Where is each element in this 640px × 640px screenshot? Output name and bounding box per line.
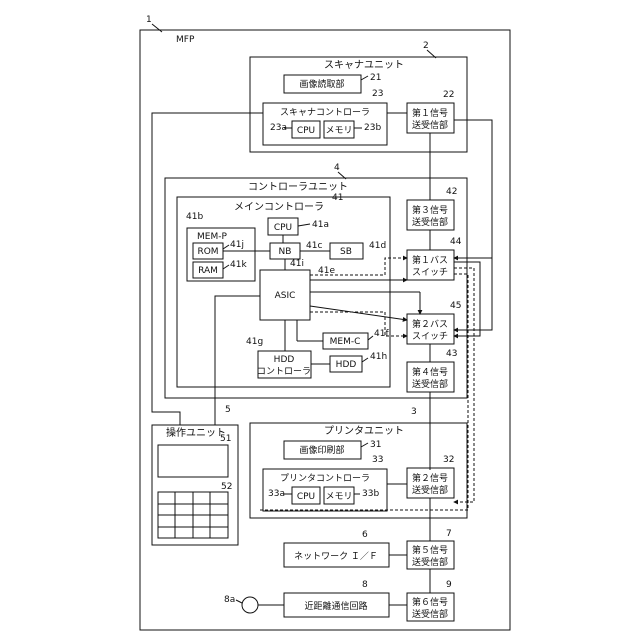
transceiver-1-line2: 送受信部 [412,119,448,131]
scanner-cpu-label: CPU [297,126,315,136]
scanner-memory-ref: 23b [364,123,381,133]
transceiver-1-ref: 22 [443,90,454,100]
transceiver-2-line1: 第２信号 [412,472,448,484]
main-controller-title: メインコントローラ [234,201,324,213]
transceiver-4-line2: 送受信部 [412,378,448,390]
controller-unit-title: コントローラユニット [248,181,348,193]
mfp-ref: 1 [146,15,152,25]
scanner-controller-ref: 23 [372,89,383,99]
ram-label: RAM [198,266,218,276]
transceiver-4-ref: 43 [446,349,457,359]
main-cpu-label: CPU [274,223,292,233]
hdd-ref: 41h [370,352,387,362]
printer-unit-title: プリンタユニット [324,425,404,437]
transceiver-5-ref: 7 [446,529,452,539]
scanner-memory-label: メモリ [325,126,352,136]
hdd-controller-ref: 41g [246,337,263,347]
network-if-ref: 6 [362,530,368,540]
transceiver-2-ref: 32 [443,455,454,465]
scanner-unit-title: スキャナユニット [324,59,404,71]
bus-ref: 41i [290,259,304,269]
mem-p-label: MEM-P [197,232,227,242]
printer-cpu-label: CPU [297,492,315,502]
nb-label: NB [279,247,292,257]
transceiver-6-line1: 第６信号 [412,596,448,608]
main-controller-ref: 41 [332,193,343,203]
image-reader-ref: 21 [370,73,381,83]
printer-memory-ref: 33b [362,489,379,499]
bus-switch-1-ref: 44 [450,237,462,247]
nfc-circuit-ref: 8 [362,580,368,590]
transceiver-4-line1: 第４信号 [412,366,448,378]
transceiver-1-line1: 第１信号 [412,107,448,119]
scanner-controller-label: スキャナコントローラ [280,107,370,118]
image-reader-label: 画像読取部 [299,78,344,90]
controller-unit-ref: 4 [334,163,340,173]
operation-display [158,445,228,477]
printer-cpu-ref: 33a [268,489,285,499]
antenna-ref: 8a [224,595,235,605]
printer-controller-label: プリンタコントローラ [280,473,370,484]
asic-label: ASIC [275,291,296,301]
rom-label: ROM [197,247,218,257]
nfc-circuit-label: 近距離通信回路 [304,600,367,612]
scanner-unit-ref: 2 [423,41,429,51]
operation-keypad [158,492,228,538]
bus-switch-2-ref: 45 [450,301,461,311]
operation-unit-title: 操作ユニット [166,426,226,439]
printer-memory-label: メモリ [325,492,352,502]
bus-switch-1-line1: 第１バス [412,254,448,266]
bus-switch-2-line1: 第２バス [412,318,448,330]
printer-unit-ref: 3 [411,407,417,417]
transceiver-6-line2: 送受信部 [412,608,448,620]
mfp-label: MFP [176,35,195,45]
sb-ref: 41d [369,241,386,251]
antenna-icon [242,597,258,613]
operation-keypad-ref: 52 [221,482,232,492]
operation-display-ref: 51 [220,434,231,444]
transceiver-5-line1: 第５信号 [412,544,448,556]
hdd-controller-line1: HDD [274,355,295,365]
transceiver-3-line1: 第３信号 [412,204,448,216]
printer-controller-ref: 33 [372,455,383,465]
operation-unit-ref: 5 [225,405,231,415]
hdd-label: HDD [336,360,357,370]
sb-label: SB [340,247,352,257]
transceiver-3-ref: 42 [446,187,457,197]
ram-ref: 41k [230,260,247,270]
bus-switch-2-line2: スイッチ [412,331,448,342]
mfp-leader [152,24,162,32]
image-printer-label: 画像印刷部 [299,444,344,456]
transceiver-6-ref: 9 [446,580,452,590]
mem-p-ref: 41b [186,212,203,222]
bus-switch-1-line2: スイッチ [412,267,448,278]
rom-ref: 41j [230,240,244,250]
mem-c-label: MEM-C [330,337,361,347]
main-cpu-ref: 41a [312,220,329,230]
scanner-unit-frame [250,57,467,152]
hdd-controller-line2: コントローラ [257,366,311,377]
nb-ref: 41c [306,241,322,251]
transceiver-5-line2: 送受信部 [412,556,448,568]
image-printer-ref: 31 [370,440,381,450]
mem-c-ref: 41f [374,329,389,339]
network-if-label: ネットワーク Ｉ／Ｆ [294,551,378,562]
printer-unit-frame [250,423,467,518]
transceiver-2-line2: 送受信部 [412,484,448,496]
transceiver-3-line2: 送受信部 [412,216,448,228]
